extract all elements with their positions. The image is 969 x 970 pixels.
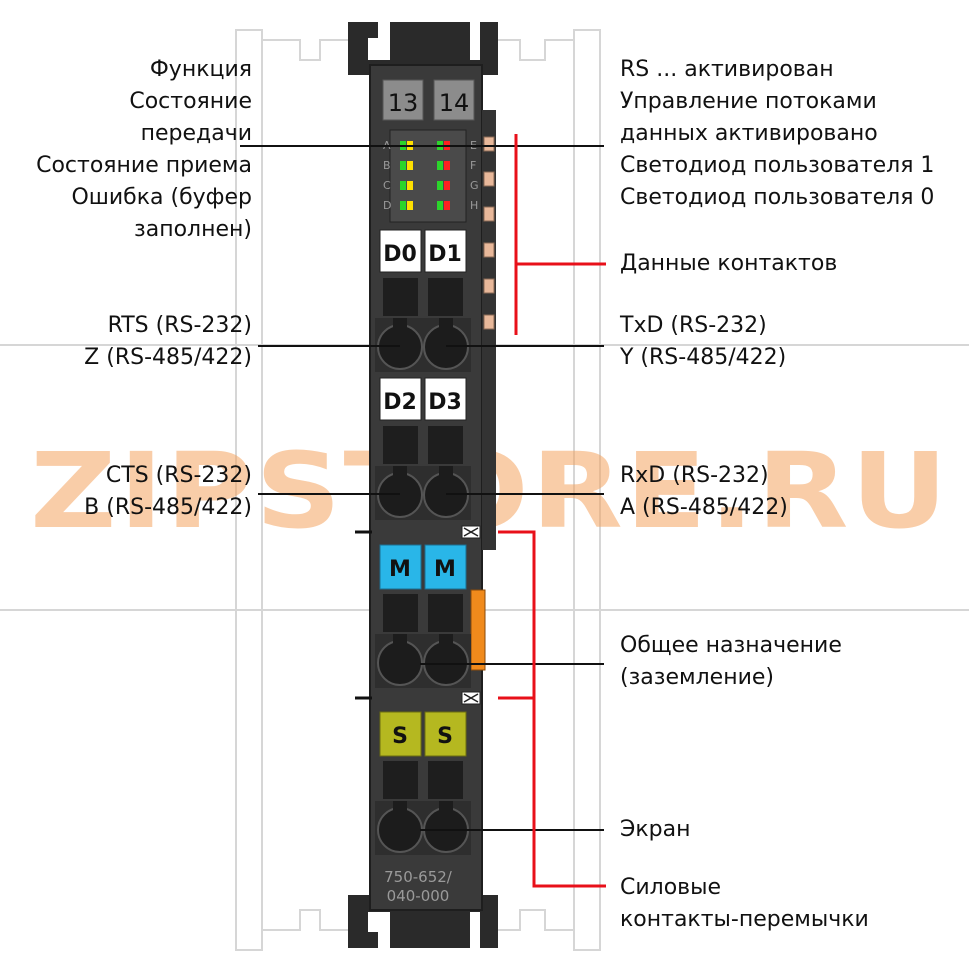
label-txd-line2: Y (RS-485/422) bbox=[620, 345, 787, 370]
model-line-2: 040-000 bbox=[387, 887, 450, 905]
label-error-line1: Ошибка (буфер bbox=[71, 185, 252, 210]
m-tiles: M M bbox=[379, 544, 486, 671]
clamp-pair-4 bbox=[375, 801, 471, 855]
label-txd-line1: TxD (RS-232) bbox=[620, 313, 767, 338]
label-rs-active: RS ... активирован bbox=[620, 57, 834, 82]
tile-d2: D2 bbox=[383, 390, 417, 415]
label-function: Функция bbox=[149, 57, 252, 82]
label-jumper-line2: контакты-перемычки bbox=[620, 907, 869, 932]
label-rts-line2: Z (RS-485/422) bbox=[84, 345, 252, 370]
tile-m-left: M bbox=[389, 557, 411, 582]
data-tiles-top: D0 D1 bbox=[379, 229, 467, 316]
label-cts-line2: B (RS-485/422) bbox=[84, 495, 252, 520]
jumper-marks bbox=[355, 525, 481, 705]
rail-outline bbox=[0, 29, 969, 951]
label-flow-line2: данных активировано bbox=[620, 121, 878, 146]
led-row-d: D bbox=[383, 199, 391, 212]
label-common-line1: Общее назначение bbox=[620, 633, 842, 658]
label-rxd-line2: A (RS-485/422) bbox=[620, 495, 788, 520]
label-rxd-line1: RxD (RS-232) bbox=[620, 463, 769, 488]
label-error-line2: заполнен) bbox=[134, 217, 252, 242]
data-contact-pins bbox=[483, 136, 495, 330]
led-row-g: G bbox=[470, 179, 479, 192]
led-row-c: C bbox=[383, 179, 391, 192]
led-row-h: H bbox=[470, 199, 478, 212]
led-panel: A B C D E F G H bbox=[383, 129, 479, 223]
tile-d3: D3 bbox=[428, 390, 462, 415]
model-line-1: 750-652/ bbox=[384, 868, 453, 886]
label-rts-line1: RTS (RS-232) bbox=[107, 313, 252, 338]
terminal-number-14: 14 bbox=[439, 89, 470, 117]
label-common-line2: (заземление) bbox=[620, 665, 774, 690]
tile-s-left: S bbox=[392, 724, 408, 749]
led-row-f: F bbox=[470, 159, 476, 172]
label-jumper-line1: Силовые bbox=[620, 875, 722, 900]
top-clip bbox=[348, 22, 498, 75]
label-shield: Экран bbox=[620, 817, 691, 842]
label-tx-state-line1: Состояние bbox=[129, 89, 252, 114]
orange-tab bbox=[470, 589, 486, 671]
red-callouts bbox=[498, 134, 606, 888]
model-number: 750-652/ 040-000 bbox=[384, 868, 453, 905]
tile-d0: D0 bbox=[383, 242, 417, 267]
label-rx-state: Состояние приема bbox=[36, 153, 252, 178]
label-cts-line1: CTS (RS-232) bbox=[105, 463, 252, 488]
clamp-pair-3 bbox=[375, 634, 471, 688]
label-user-led-1: Светодиод пользователя 1 bbox=[620, 153, 935, 178]
label-flow-line1: Управление потоками bbox=[620, 89, 877, 114]
terminal-number-13: 13 bbox=[388, 89, 419, 117]
data-tiles-bottom: D2 D3 bbox=[379, 377, 467, 464]
label-tx-state-line2: передачи bbox=[140, 121, 252, 146]
tile-m-right: M bbox=[434, 557, 456, 582]
tile-s-right: S bbox=[437, 724, 453, 749]
terminal-numbers: 13 14 bbox=[382, 79, 475, 121]
tile-d1: D1 bbox=[428, 242, 462, 267]
s-tiles: S S bbox=[379, 711, 467, 799]
label-user-led-0: Светодиод пользователя 0 bbox=[620, 185, 935, 210]
led-row-b: B bbox=[383, 159, 391, 172]
leader-lines bbox=[240, 145, 604, 831]
label-data-contacts: Данные контактов bbox=[620, 251, 838, 276]
